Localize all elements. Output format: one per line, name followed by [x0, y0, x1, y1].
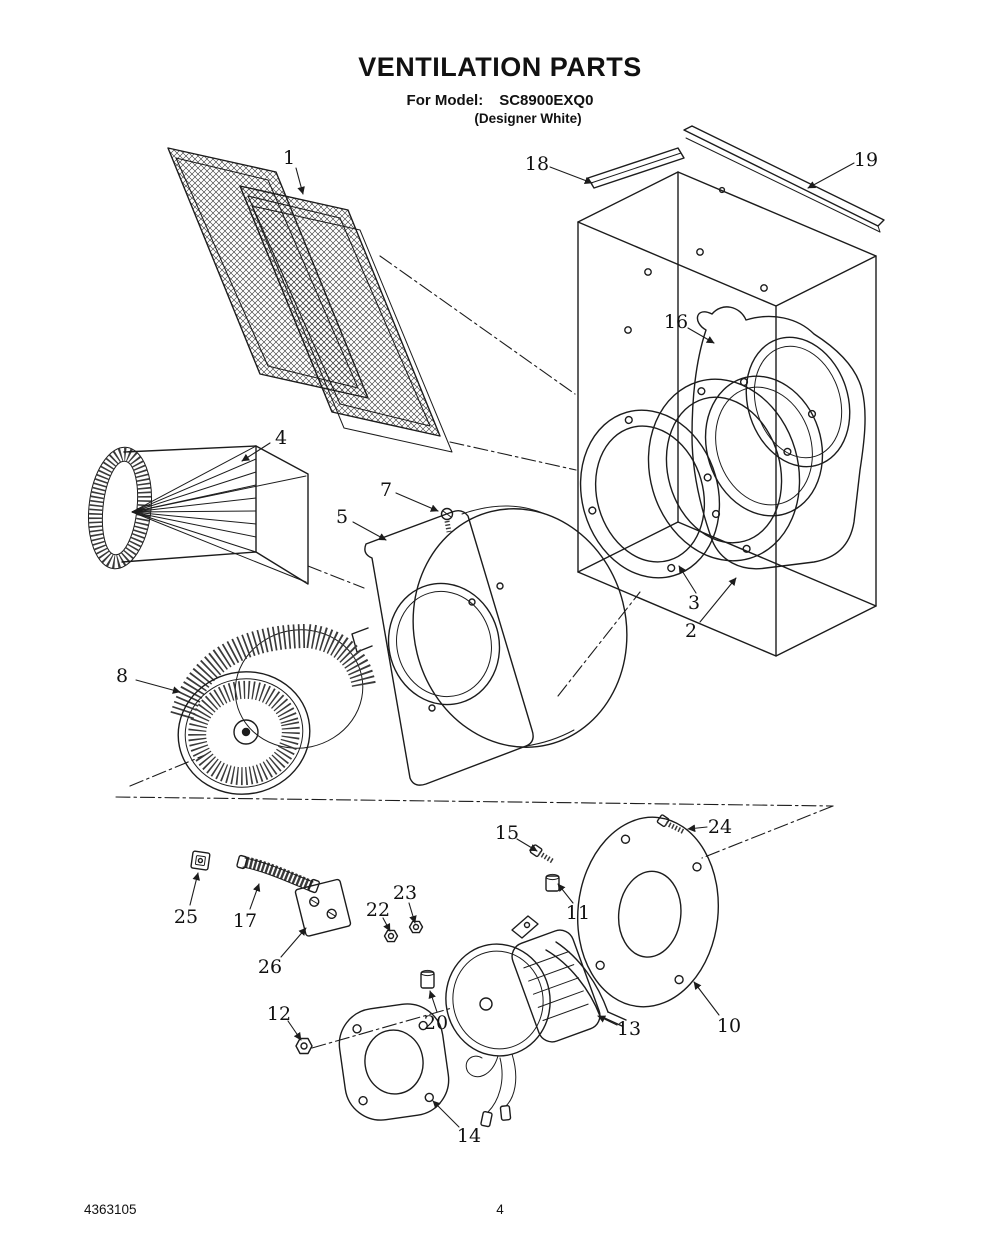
nut-23 — [408, 920, 424, 934]
adapter-plate-14 — [338, 1003, 450, 1121]
gasket-16 — [691, 306, 866, 570]
leader-lines — [135, 162, 855, 1128]
screw-15 — [529, 844, 556, 865]
mounting-strip-18 — [587, 147, 685, 189]
motor-wires — [465, 1053, 517, 1128]
page-number: 4 — [496, 1202, 504, 1217]
model-finish-line: (Designer White) — [0, 111, 1000, 126]
clip-25 — [190, 850, 211, 871]
model-line: For Model: SC8900EXQ0 — [0, 92, 1000, 109]
motor-body — [445, 915, 601, 1057]
bushing-11 — [545, 873, 560, 892]
motor-plate-10 — [576, 816, 720, 1008]
mounting-ring-3 — [579, 409, 721, 579]
diagram-header: VENTILATION PARTS For Model: SC8900EXQ0 (… — [0, 52, 1000, 126]
damper-ring-2 — [647, 378, 801, 562]
model-number: SC8900EXQ0 — [499, 92, 594, 109]
page-title: VENTILATION PARTS — [358, 52, 642, 82]
blower-housing-5 — [351, 505, 628, 786]
filter-panels-1 — [167, 147, 453, 453]
axis-lines — [115, 255, 834, 1049]
blower-wheel-8 — [170, 624, 376, 795]
bolt-12 — [295, 1037, 313, 1055]
model-finish: (Designer White) — [474, 111, 582, 126]
screw-7 — [440, 507, 454, 533]
motor-bracket-13 — [545, 941, 627, 1027]
nut-22 — [383, 929, 399, 943]
side-rail-19 — [683, 125, 885, 233]
doc-number: 4363105 — [84, 1202, 137, 1217]
hose-17 — [236, 854, 320, 894]
transition-duct-4 — [88, 445, 309, 585]
bushing-20 — [420, 969, 435, 989]
screw-24 — [656, 814, 686, 835]
model-label: For Model: — [406, 92, 484, 109]
housing-box — [577, 171, 877, 657]
terminal-plate-26 — [294, 878, 352, 937]
